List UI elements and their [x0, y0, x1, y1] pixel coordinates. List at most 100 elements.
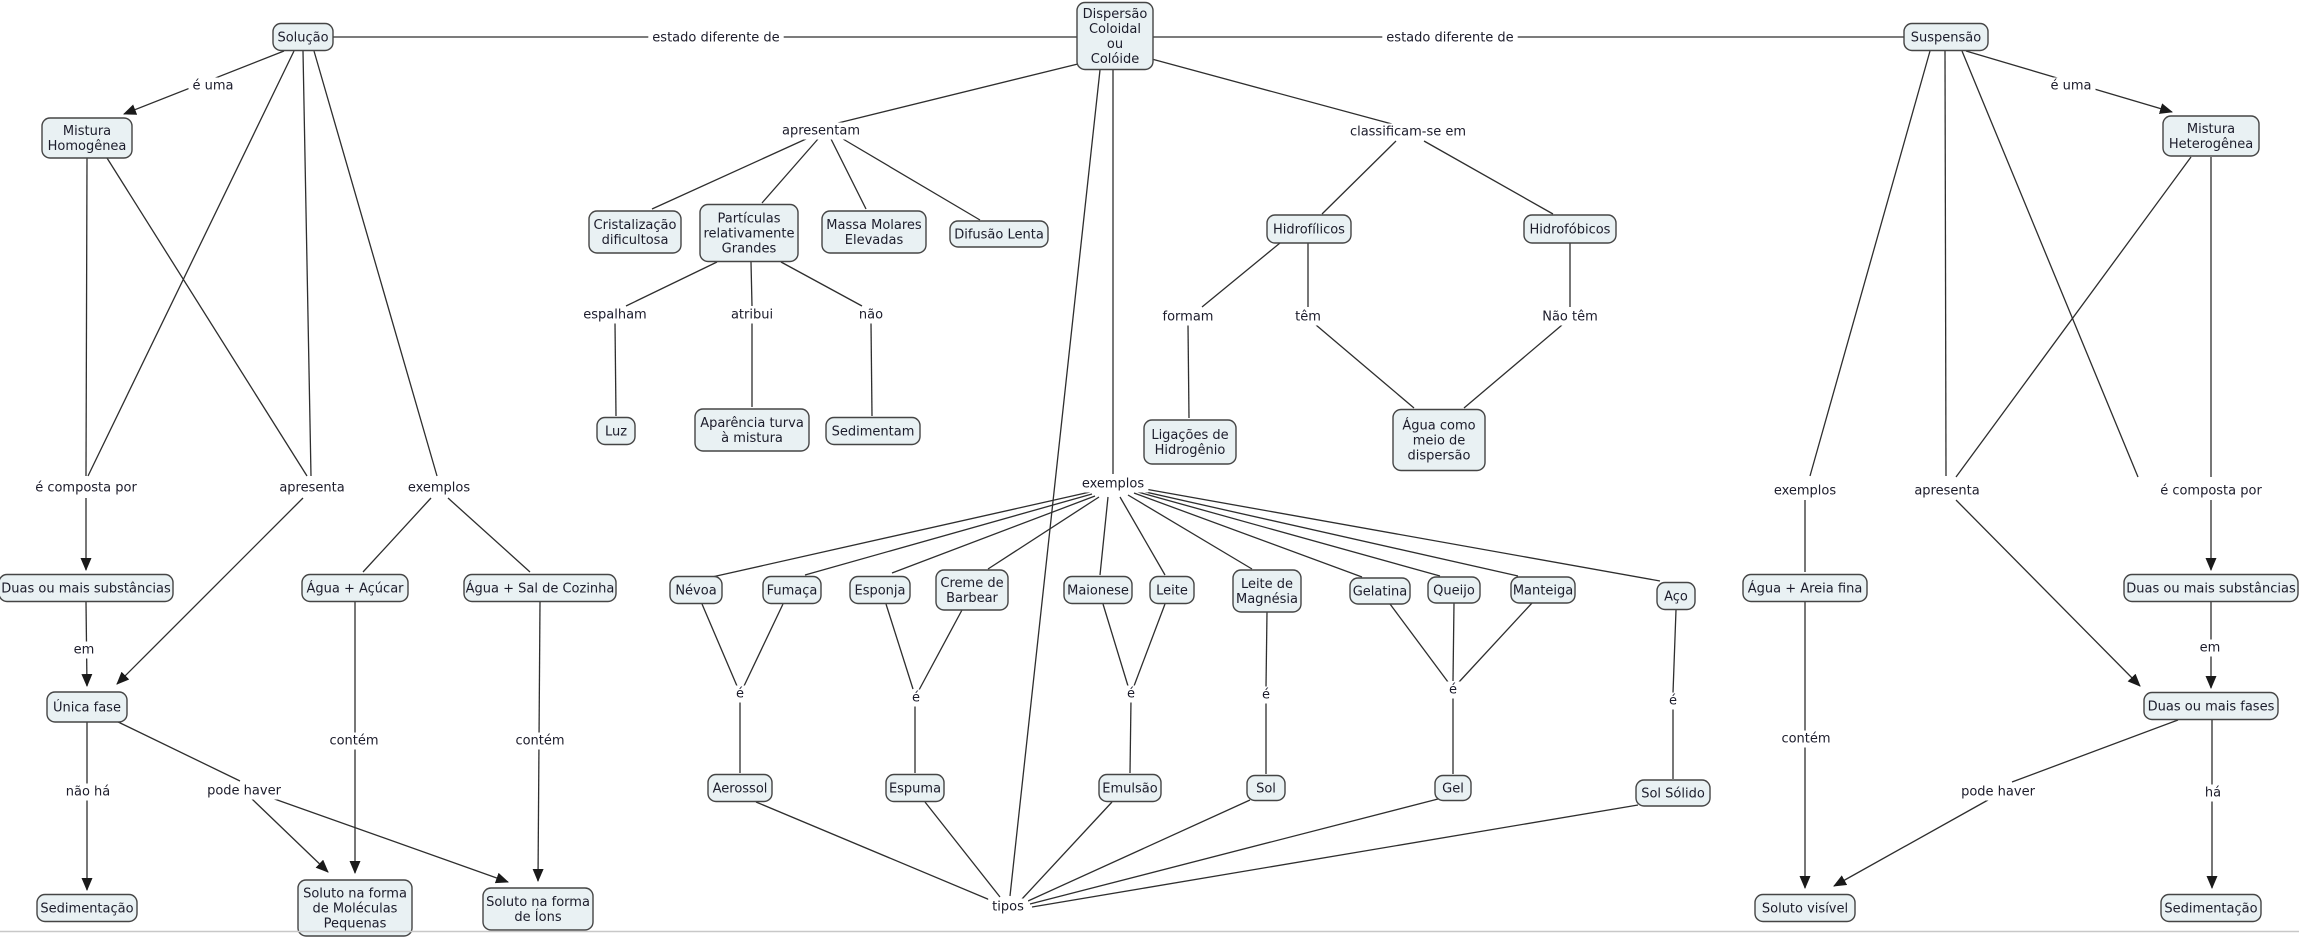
edge-line — [251, 798, 329, 873]
link-label-classificam-se-em[interactable]: classificam-se em — [1345, 123, 1471, 141]
node-solucao[interactable]: Solução — [272, 22, 334, 52]
node-emulsao[interactable]: Emulsão — [1098, 773, 1162, 803]
edge-line — [1389, 603, 1449, 683]
node-duas-ou-mais-substancias-dir[interactable]: Duas ou mais substâncias — [2123, 573, 2299, 603]
link-label-e-uma-esq[interactable]: é uma — [188, 77, 238, 95]
link-label-apresenta-dir[interactable]: apresenta — [1910, 482, 1984, 500]
edge-line — [1029, 798, 1439, 905]
edge-line — [1129, 699, 1132, 774]
node-duas-ou-mais-substancias-esq[interactable]: Duas ou mais substâncias — [0, 573, 174, 603]
node-sedimentacao-esq[interactable]: Sedimentação — [36, 893, 138, 923]
node-aerossol[interactable]: Aerossol — [707, 773, 773, 803]
node-box — [1903, 22, 1989, 52]
link-label-e-5[interactable]: é — [1445, 681, 1461, 699]
node-aco[interactable]: Aço — [1656, 581, 1696, 611]
node-agua-acucar[interactable]: Água + Açúcar — [301, 573, 409, 603]
node-gelatina[interactable]: Gelatina — [1349, 577, 1411, 605]
link-label-bg — [1665, 692, 1681, 710]
node-hidrofilicos[interactable]: Hidrofílicos — [1266, 214, 1352, 244]
link-label-tem[interactable]: têm — [1291, 308, 1325, 326]
link-label-nao-tem[interactable]: Não têm — [1538, 308, 1602, 326]
link-label-e-1[interactable]: é — [732, 685, 748, 703]
node-label: Gel — [1442, 782, 1464, 797]
link-label-bg — [61, 783, 115, 801]
edge-line — [2011, 719, 2179, 783]
node-sol-solido[interactable]: Sol Sólido — [1635, 779, 1711, 807]
link-label-apresentam[interactable]: apresentam — [777, 122, 865, 140]
link-label-atribui[interactable]: atribui — [726, 306, 778, 324]
edge-line — [830, 138, 867, 210]
node-agua-areia-fina[interactable]: Água + Areia fina — [1742, 573, 1868, 603]
node-difusao-lenta[interactable]: Difusão Lenta — [949, 220, 1049, 248]
link-label-e-4[interactable]: é — [1258, 686, 1274, 704]
link-label-e-uma-dir[interactable]: é uma — [2046, 77, 2096, 95]
link-label-nao[interactable]: não — [854, 306, 888, 324]
link-label-apresenta-esq[interactable]: apresenta — [275, 479, 349, 497]
link-label-contem-1[interactable]: contém — [325, 732, 383, 750]
node-fumaca[interactable]: Fumaça — [762, 575, 822, 605]
node-soluto-visivel[interactable]: Soluto visível — [1754, 893, 1856, 923]
link-label-contem-2[interactable]: contém — [511, 732, 569, 750]
link-label-e-composta-por-dir[interactable]: é composta por — [2156, 482, 2267, 500]
link-label-exemplos-esq[interactable]: exemplos — [403, 479, 475, 497]
link-label-nao-ha[interactable]: não há — [61, 783, 115, 801]
link-label-text: é uma — [2051, 79, 2092, 94]
link-label-formam[interactable]: formam — [1158, 308, 1218, 326]
node-gel[interactable]: Gel — [1434, 774, 1472, 802]
link-label-bg — [648, 29, 784, 47]
node-duas-ou-mais-fases[interactable]: Duas ou mais fases — [2143, 691, 2279, 721]
link-label-e-composta-por-esq[interactable]: é composta por — [31, 479, 142, 497]
node-sedimentacao-dir[interactable]: Sedimentação — [2160, 893, 2262, 923]
node-nevoa[interactable]: Névoa — [669, 575, 723, 605]
link-label-text: apresenta — [1914, 484, 1979, 499]
edge-line — [116, 497, 304, 685]
link-label-bg — [908, 689, 924, 707]
node-agua-sal-cozinha[interactable]: Água + Sal de Cozinha — [463, 573, 617, 603]
node-espuma[interactable]: Espuma — [885, 773, 945, 803]
node-unica-fase[interactable]: Única fase — [46, 691, 128, 723]
link-label-estado-diferente-esq[interactable]: estado diferente de — [648, 29, 784, 47]
node-maionese[interactable]: Maionese — [1063, 575, 1133, 605]
link-label-ha[interactable]: há — [2200, 784, 2226, 802]
link-label-contem-dir[interactable]: contém — [1777, 730, 1835, 748]
link-label-exemplos-centro[interactable]: exemplos — [1077, 475, 1149, 493]
link-label-text: exemplos — [1774, 484, 1837, 499]
link-label-espalham[interactable]: espalham — [579, 306, 651, 324]
node-leite[interactable]: Leite — [1149, 575, 1195, 605]
link-label-e-2[interactable]: é — [908, 689, 924, 707]
link-label-e-3[interactable]: é — [1123, 685, 1139, 703]
link-label-em-esq[interactable]: em — [69, 641, 99, 659]
node-luz[interactable]: Luz — [596, 416, 636, 446]
edge-line — [1955, 499, 2141, 687]
node-esponja[interactable]: Esponja — [849, 575, 911, 605]
link-label-e-6[interactable]: é — [1665, 692, 1681, 710]
link-label-pode-haver-dir[interactable]: pode haver — [1957, 783, 2040, 801]
node-box — [1434, 774, 1472, 802]
link-label-pode-haver-esq[interactable]: pode haver — [203, 782, 286, 800]
link-label-tipos[interactable]: tipos — [988, 898, 1029, 916]
node-sol[interactable]: Sol — [1246, 774, 1286, 802]
node-sedimentam[interactable]: Sedimentam — [825, 416, 921, 446]
link-label-em-dir[interactable]: em — [2195, 639, 2225, 657]
link-label-bg — [579, 306, 651, 324]
node-suspensao[interactable]: Suspensão — [1903, 22, 1989, 52]
node-hidrofobicos[interactable]: Hidrofóbicos — [1523, 214, 1617, 244]
link-label-estado-diferente-dir[interactable]: estado diferente de — [1382, 29, 1518, 47]
node-manteiga[interactable]: Manteiga — [1510, 576, 1576, 604]
node-queijo[interactable]: Queijo — [1427, 576, 1481, 604]
link-label-text: contém — [329, 734, 378, 749]
link-label-exemplos-dir[interactable]: exemplos — [1769, 482, 1841, 500]
